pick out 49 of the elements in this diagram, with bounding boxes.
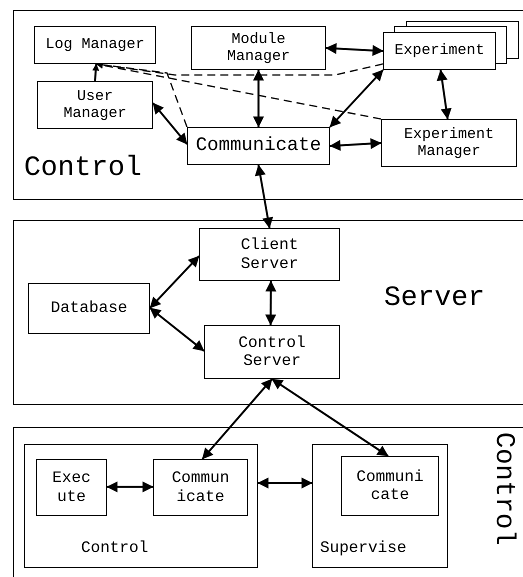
box-label: Communicate xyxy=(196,135,322,157)
process-box xyxy=(187,127,330,165)
group-panel xyxy=(13,220,523,405)
box-label: Experiment Manager xyxy=(402,126,495,160)
process-box xyxy=(204,325,340,379)
process-box xyxy=(191,26,326,70)
box-label: Log Manager xyxy=(45,36,145,54)
box-label: Exec ute xyxy=(51,469,92,506)
arrow xyxy=(253,69,264,128)
process-box xyxy=(383,32,496,70)
group-label: Control xyxy=(24,153,142,184)
process-box xyxy=(341,456,439,516)
arrow xyxy=(265,280,276,326)
box-label: Control Server xyxy=(237,334,307,370)
group-label: Supervise xyxy=(320,539,406,557)
arrow xyxy=(149,307,205,352)
arrow xyxy=(257,478,313,489)
process-box xyxy=(381,119,517,167)
group-label: Control xyxy=(81,539,148,557)
arrow xyxy=(254,164,274,229)
group-panel xyxy=(13,427,523,577)
group-label: Control xyxy=(488,432,518,546)
arrow xyxy=(106,481,154,492)
arrow xyxy=(202,378,273,460)
arrow xyxy=(152,102,188,145)
arrow xyxy=(329,138,382,151)
box-label: Experiment xyxy=(394,42,484,60)
arrow xyxy=(436,69,452,120)
group-label: Server xyxy=(384,283,485,314)
box-label: Module Manager xyxy=(226,30,291,66)
box-label: User Manager xyxy=(62,88,128,122)
box-label: Database xyxy=(50,299,128,318)
arrow xyxy=(149,255,200,309)
group-panel xyxy=(24,444,258,568)
arrow xyxy=(92,64,100,82)
process-box xyxy=(28,283,150,334)
box-label: Communi cate xyxy=(355,468,425,504)
arrow xyxy=(271,378,389,457)
process-box xyxy=(37,81,153,129)
box-label: Commun icate xyxy=(170,469,230,506)
box-label: Client Server xyxy=(240,236,300,273)
arrow xyxy=(325,43,384,56)
process-box xyxy=(36,459,107,516)
process-box xyxy=(153,459,248,516)
arrow xyxy=(329,69,384,128)
process-box xyxy=(199,228,340,281)
group-panel xyxy=(13,10,523,200)
group-panel xyxy=(312,444,448,568)
process-box xyxy=(34,26,156,64)
